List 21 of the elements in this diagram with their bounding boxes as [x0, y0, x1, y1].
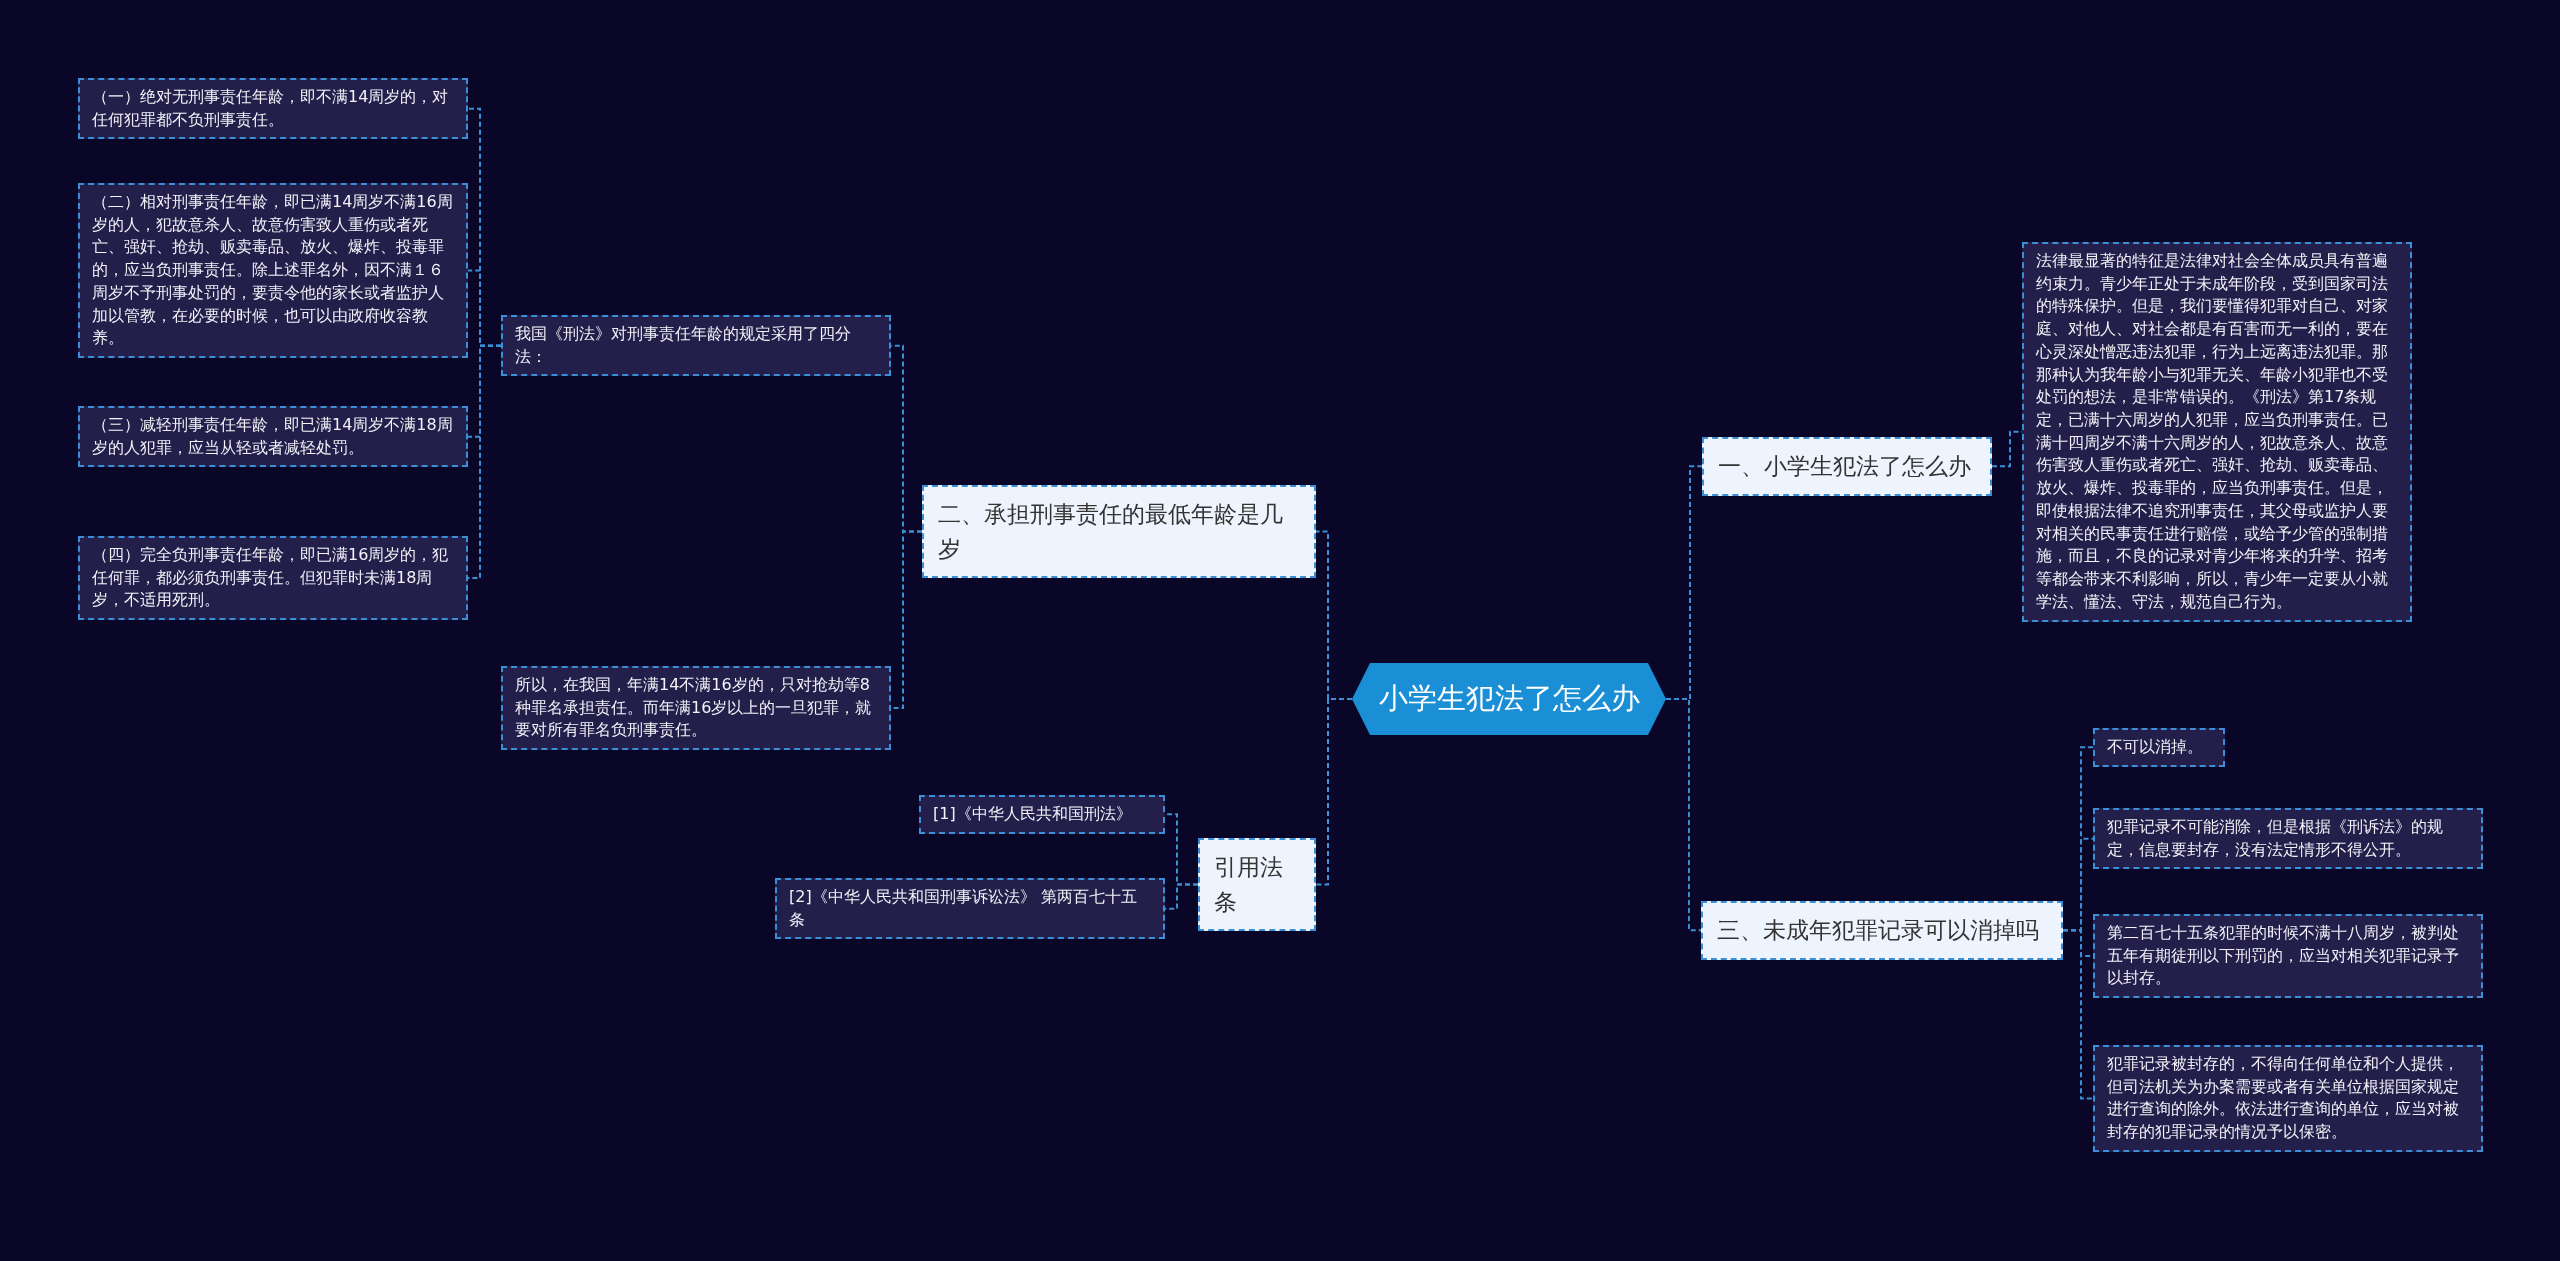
- connector-line: [1665, 698, 1702, 932]
- note-card: [1]《中华人民共和国刑法》: [919, 795, 1165, 834]
- note-card: 法律最显著的特征是法律对社会全体成员具有普遍约束力。青少年正处于未成年阶段，受到国家司法的特殊保护。但是，我们要懂得犯罪对自己、对家庭、对他人、对社会都是有百害而无一利的，要在心灵深处憎恶违法犯罪，行为上远离违法犯罪。那那种认为我年龄小与犯罪无关、年龄小犯罪也不受处罚的想法，是非常错误的。《刑法》第17条规定，已满十六周岁的人犯罪，应当负刑事责任。已满十四周岁不满十六周岁的人，犯故意杀人、故意伤害致人重伤或者死亡、强奸、抢劫、贩卖毒品、放火、爆炸、投毒罪的，应当负刑事责任。但是，即使根据法律不追究刑事责任，其父母或监护人要对相关的民事责任进行赔偿，或给予少管的强制措施，而且，不良的记录对青少年将来的升学、招考等都会带来不利影响，所以，青少年一定要从小就学法、懂法、守法，规范自己行为。: [2022, 242, 2412, 622]
- note-card: （二）相对刑事责任年龄，即已满14周岁不满16周岁的人，犯故意杀人、故意伤害致人重伤或者死亡、强奸、抢劫、贩卖毒品、放火、爆炸、投毒罪的，应当负刑事责任。除上述罪名外，因不满１６周岁不予刑事处罚的，要责令他的家长或者监护人加以管教，在必要的时候，也可以由政府收容教养。: [78, 183, 468, 359]
- note-card: 不可以消掉。: [2093, 728, 2225, 767]
- note-card: 犯罪记录被封存的，不得向任何单位和个人提供，但司法机关为办案需要或者有关单位根据国家规定进行查询的除外。依法进行查询的单位，应当对被封存的犯罪记录的情况予以保密。: [2093, 1045, 2483, 1152]
- subtopic-box: 一、小学生犯法了怎么办: [1702, 437, 1992, 496]
- note-card: （三）减轻刑事责任年龄，即已满14周岁不满18周岁的人犯罪，应当从轻或者减轻处罚。: [78, 406, 468, 468]
- note-card: （一）绝对无刑事责任年龄，即不满14周岁的，对任何犯罪都不负刑事责任。: [78, 78, 468, 140]
- connector-line: [2062, 929, 2094, 1100]
- central-topic: 小学生犯法了怎么办: [1352, 663, 1666, 735]
- note-card: （四）完全负刑事责任年龄，即已满16周岁的，犯任何罪，都必须负刑事责任。但犯罪时未满18周岁，不适用死刑。: [78, 536, 468, 621]
- note-card: 所以，在我国，年满14不满16岁的，只对抢劫等8种罪名承担责任。而年满16岁以上的一旦犯罪，就要对所有罪名负刑事责任。: [501, 666, 891, 751]
- note-card: [2]《中华人民共和国刑事诉讼法》 第两百七十五条: [775, 878, 1165, 940]
- note-card: 我国《刑法》对刑事责任年龄的规定采用了四分法：: [501, 315, 891, 377]
- connector-line: [1315, 698, 1353, 886]
- note-card: 第二百七十五条犯罪的时候不满十八周岁，被判处五年有期徒刑以下刑罚的，应当对相关犯罪记录予以封存。: [2093, 914, 2483, 999]
- subtopic-box: 引用法条: [1198, 838, 1316, 931]
- note-card: 犯罪记录不可能消除，但是根据《刑诉法》的规定，信息要封存，没有法定情形不得公开。: [2093, 808, 2483, 870]
- subtopic-box: 三、未成年犯罪记录可以消掉吗: [1701, 901, 2063, 960]
- subtopic-box: 二、承担刑事责任的最低年龄是几岁: [922, 485, 1316, 578]
